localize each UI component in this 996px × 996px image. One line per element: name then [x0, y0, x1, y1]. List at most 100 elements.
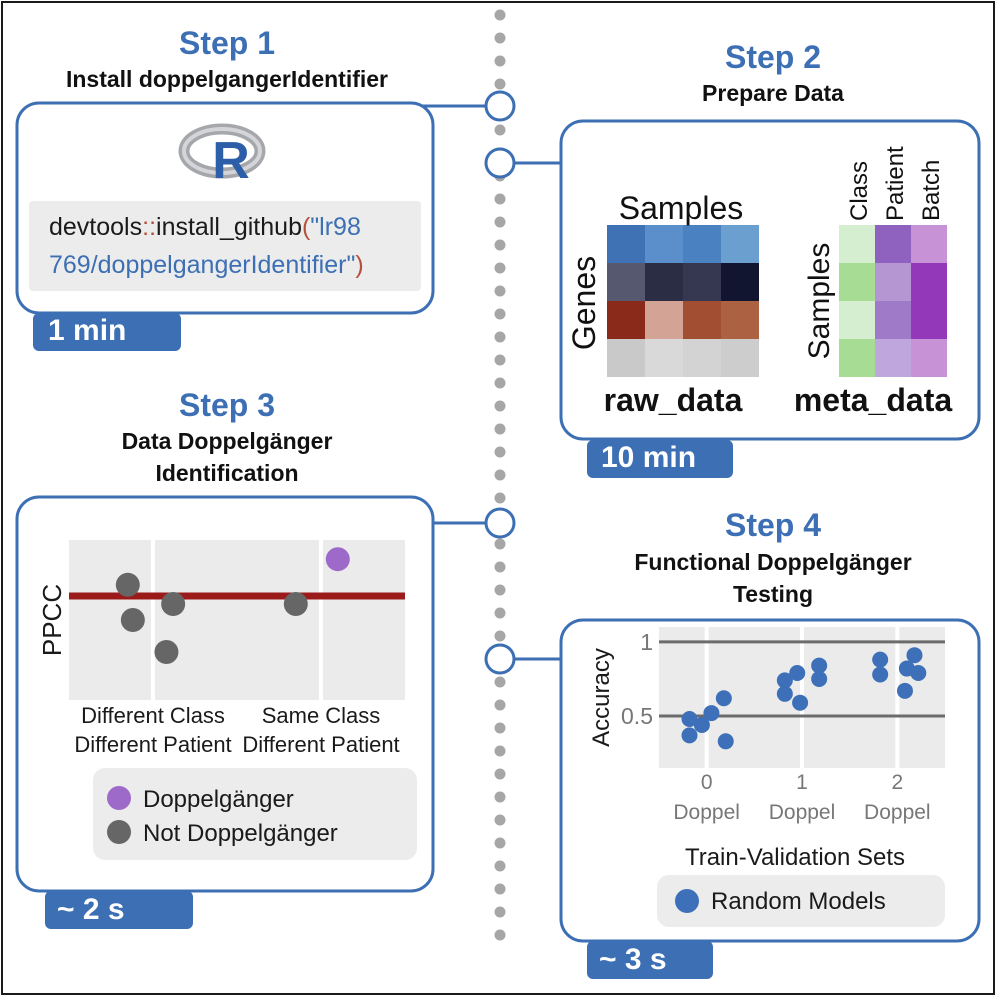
accuracy-point [681, 727, 698, 744]
timeline-dot [494, 722, 506, 734]
step3-time: ~ 2 s [57, 893, 125, 926]
legend-not-doppelganger-marker [107, 820, 131, 844]
timeline-dot [494, 791, 506, 803]
accuracy-y-axis-label: Accuracy [588, 648, 615, 747]
meta-cell [875, 225, 911, 263]
timeline-node-1 [484, 90, 516, 122]
accuracy-x-tick-number: 0 [701, 771, 713, 794]
timeline-dot [494, 860, 506, 872]
accuracy-point [896, 682, 913, 699]
timeline-dot [494, 239, 506, 251]
meta-cell [911, 301, 947, 339]
accuracy-point [776, 685, 793, 702]
legend-not-doppelganger: Not Doppelgänger [143, 820, 338, 847]
meta-col-label: Class [846, 161, 873, 221]
timeline-dot [494, 630, 506, 642]
timeline-dot [494, 216, 506, 228]
raw-cell [607, 263, 645, 301]
raw-cell [683, 225, 721, 263]
r-logo-icon: R [178, 123, 266, 190]
timeline-dot [494, 699, 506, 711]
raw-cell [721, 225, 759, 263]
timeline-dot [494, 262, 506, 274]
accuracy-point [792, 694, 809, 711]
meta-col-label: Batch [918, 160, 945, 221]
step3-subtitle-line1: Data Doppelgänger [122, 428, 333, 454]
raw-cell [607, 225, 645, 263]
timeline-dot [494, 837, 506, 849]
step3-legend [93, 768, 417, 860]
timeline-dot [494, 78, 506, 90]
workflow-figure: Step 1 Install doppelgangerIdentifier 1 … [15, 9, 981, 979]
accuracy-point [776, 672, 793, 689]
raw-row-label: Genes [566, 256, 602, 350]
step4-subtitle-line1: Functional Doppelgänger [634, 549, 911, 575]
meta-data-name: meta_data [794, 382, 953, 418]
accuracy-x-tick-word: Doppel [673, 801, 740, 824]
step3-subtitle-line2: Identification [155, 460, 298, 486]
step2-title: Step 2 [725, 39, 821, 75]
raw-cell [683, 263, 721, 301]
timeline-dot [494, 607, 506, 619]
meta-col-label: Patient [882, 146, 909, 221]
timeline-dot [494, 308, 506, 320]
timeline-dot [494, 745, 506, 757]
accuracy-point [789, 665, 806, 682]
legend-doppelganger-marker [107, 786, 131, 810]
ppcc-point [283, 592, 308, 616]
accuracy-point [715, 690, 732, 707]
ppcc-y-axis-label: PPCC [37, 584, 67, 656]
accuracy-point [717, 733, 734, 750]
step4-subtitle-line2: Testing [733, 581, 813, 607]
raw-col-label: Samples [619, 190, 744, 226]
accuracy-point [811, 657, 828, 674]
timeline-node-4 [484, 643, 516, 675]
timeline-dot [494, 929, 506, 941]
meta-cell [875, 263, 911, 301]
meta-cell [911, 225, 947, 263]
timeline-dot [494, 9, 506, 21]
step1-time-tab [33, 313, 181, 351]
accuracy-point [811, 670, 828, 687]
accuracy-point [872, 666, 889, 683]
ppcc-x-tick-label: Same Class [262, 703, 381, 728]
timeline-dot [494, 676, 506, 688]
raw-cell [607, 339, 645, 377]
raw-data-heatmap [607, 225, 759, 377]
install-code-line2: 769/doppelgangerIdentifier") [49, 251, 364, 279]
step3-title: Step 3 [179, 387, 275, 423]
raw-cell [645, 263, 683, 301]
timeline-dot [494, 906, 506, 918]
step4-time: ~ 3 s [599, 943, 667, 976]
install-code-block [29, 201, 421, 291]
step4-time-tab [587, 941, 713, 979]
timeline-dot [494, 32, 506, 44]
timeline-dot [494, 423, 506, 435]
raw-cell [645, 339, 683, 377]
timeline-node-3 [484, 507, 516, 539]
timeline-dot [494, 768, 506, 780]
raw-cell [683, 339, 721, 377]
accuracy-x-tick-word: Doppel [769, 801, 836, 824]
ppcc-point [325, 547, 350, 572]
raw-cell [721, 301, 759, 339]
r-logo-letter: R [212, 132, 250, 190]
accuracy-x-tick-number: 1 [796, 771, 808, 794]
raw-cell [645, 225, 683, 263]
step2-time: 10 min [601, 441, 696, 474]
ppcc-plot-area [69, 540, 405, 700]
meta-data-heatmap [839, 225, 947, 377]
timeline-dot [494, 400, 506, 412]
meta-cell [839, 263, 875, 301]
meta-cell [839, 301, 875, 339]
meta-cell [839, 339, 875, 377]
timeline-dot [494, 883, 506, 895]
accuracy-point [872, 651, 889, 668]
connectors [417, 90, 563, 675]
timeline-dot [494, 124, 506, 136]
meta-cell [875, 301, 911, 339]
ppcc-point [115, 572, 140, 597]
raw-cell [645, 301, 683, 339]
